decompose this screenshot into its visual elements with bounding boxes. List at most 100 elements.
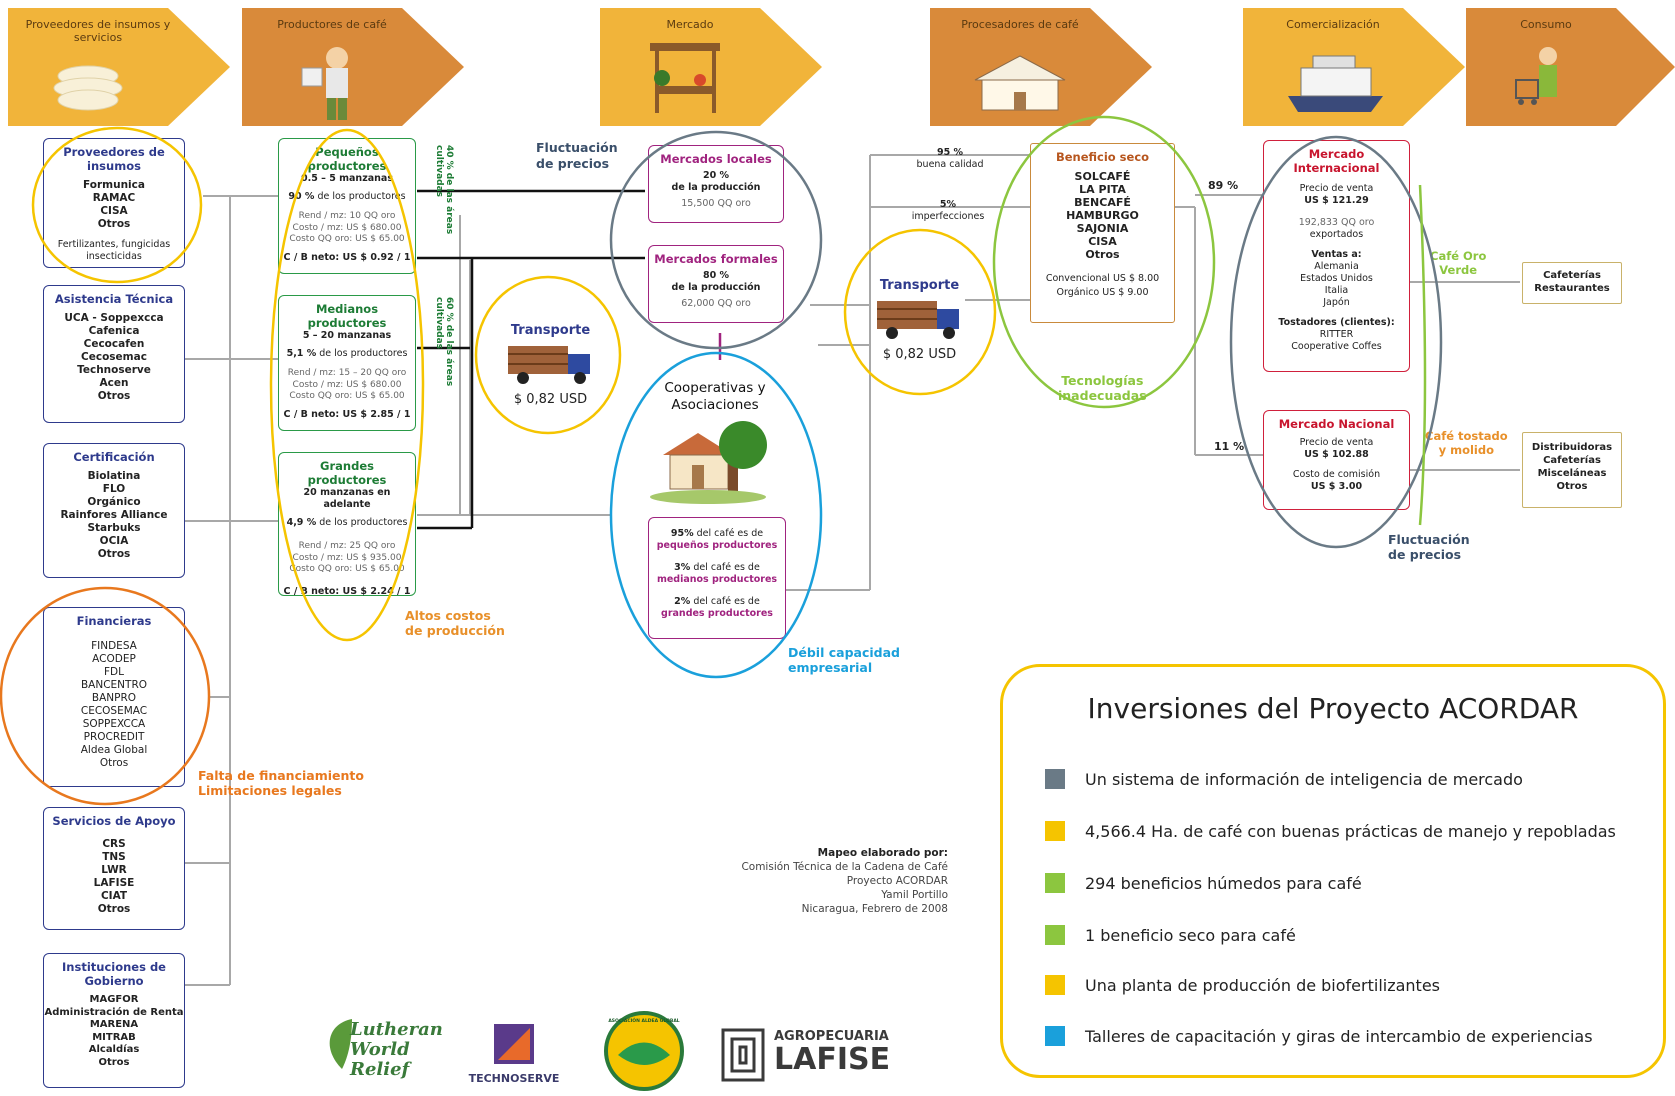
box-title: Asistencia Técnica <box>54 292 174 306</box>
producer-cb: C / B neto: US $ 0.92 / 1 <box>283 251 411 263</box>
box-pequenos-productores: Pequeños productores 0.5 – 5 manzanas 90… <box>278 138 416 274</box>
stage-arrow-shape <box>242 8 464 126</box>
box-title: Servicios de Apoyo <box>52 814 176 828</box>
legend-item: Una planta de producción de biofertiliza… <box>1045 974 1440 996</box>
market-desc: de la producción <box>671 182 761 193</box>
credits-block: Mapeo elaborado por: Comisión Técnica de… <box>700 846 948 916</box>
box-medianos-productores: Medianos productores 5 – 20 manzanas 5,1… <box>278 295 416 431</box>
box-grandes-productores: Grandes productores 20 manzanas en adela… <box>278 452 416 597</box>
qq-exportados: 192,833 QQ oro <box>1298 217 1375 228</box>
box-mercado-nacional: Mercado Nacional Precio de venta US $ 10… <box>1263 410 1410 510</box>
item: OCIA <box>99 535 129 547</box>
item: Alcaldías <box>88 1044 140 1055</box>
item: CIAT <box>100 890 128 902</box>
item: Otros <box>97 390 131 402</box>
stage-arrow-shape <box>8 8 230 126</box>
item: Aldea Global <box>80 744 148 756</box>
box-title: Grandes productores <box>307 459 387 487</box>
areas-top-label: 40 % de las áreas cultivadas <box>434 145 454 235</box>
stage-label: Proveedores de insumos y servicios <box>25 18 171 44</box>
item: BANPRO <box>91 692 137 704</box>
item: PROCREDIT <box>83 731 145 743</box>
areas-bottom-label: 60 % de las áreas cultivadas <box>434 297 454 387</box>
box-proveedores-insumos: Proveedores de insumos Formunica RAMAC C… <box>43 138 185 268</box>
item: SOPPEXCCA <box>82 718 146 730</box>
lafise-line2: LAFISE <box>774 1042 891 1077</box>
producer-cb: C / B neto: US $ 2.24 / 1 <box>283 585 411 597</box>
item: CISA <box>100 205 128 217</box>
technoserve-text: TECHNOSERVE <box>468 1072 560 1085</box>
stage-arrow-shape <box>600 8 822 126</box>
legend-title: Inversiones del Proyecto ACORDAR <box>1087 692 1579 725</box>
calidad-imperfecciones: 5%imperfecciones <box>911 199 985 222</box>
box-title: Beneficio seco <box>1055 150 1150 164</box>
truck-icon <box>877 301 959 339</box>
legend-item: 4,566.4 Ha. de café con buenas prácticas… <box>1045 820 1616 842</box>
aldea-global-logo: ASOCIACIÓN ALDEA GLOBAL <box>598 1010 690 1092</box>
precio-convencional: Convencional US $ 8.00 <box>1045 273 1160 284</box>
stage-label: Comercialización <box>1286 18 1380 31</box>
coop-stat-1-group: pequeños productores <box>656 540 778 551</box>
market-qq: 62,000 QQ oro <box>681 298 751 309</box>
market-pct: 20 % <box>702 170 730 181</box>
box-mercados-formales: Mercados formales 80 % de la producción … <box>648 245 784 323</box>
legend-text: 294 beneficios húmedos para café <box>1085 873 1362 893</box>
credits-title: Mapeo elaborado por: <box>817 847 948 859</box>
item: Biolatina <box>87 470 141 482</box>
comision-value: US $ 3.00 <box>1310 481 1363 492</box>
box-title: Mercado Nacional <box>1278 417 1395 431</box>
box-certificacion: Certificación Biolatina FLO Orgánico Rai… <box>43 443 185 578</box>
transport-title: Transporte <box>879 278 960 293</box>
legend-text: 4,566.4 Ha. de café con buenas prácticas… <box>1085 821 1616 841</box>
item: LWR <box>101 864 127 876</box>
coop-stat-2: 3% del café es de <box>674 562 760 573</box>
transport-price: $ 0,82 USD <box>513 392 588 407</box>
box-title: Mercado Internacional <box>1293 147 1380 175</box>
coop-stat-2-group: medianos productores <box>656 574 778 585</box>
legend-swatch <box>1045 821 1065 841</box>
box-title: Financieras <box>76 614 152 628</box>
box-items: UCA - Soppexcca Cafenica Cecocafen Cecos… <box>44 312 184 403</box>
technoserve-mark-icon <box>494 1024 534 1064</box>
technoserve-logo: TECHNOSERVE <box>458 1020 570 1090</box>
item: Otros <box>98 1056 130 1068</box>
item: Rainfores Alliance <box>60 509 168 521</box>
legend-item: Un sistema de información de inteligenci… <box>1045 768 1523 790</box>
legend-text: Talleres de capacitación y giras de inte… <box>1085 1026 1593 1046</box>
producer-share: 5,1 % de los productores <box>286 348 408 359</box>
legend-item: 294 beneficios húmedos para café <box>1045 872 1362 894</box>
item: LAFISE <box>93 877 135 889</box>
item: Administración de Renta <box>44 1006 184 1018</box>
item: FLO <box>102 483 126 495</box>
item: FDL <box>104 666 124 678</box>
item: RAMAC <box>92 192 136 204</box>
lwr-line: Lutheran <box>350 1019 443 1040</box>
item: TNS <box>102 851 126 863</box>
credits-line: Nicaragua, Febrero de 2008 <box>801 903 948 915</box>
lafise-line1: AGROPECUARIA <box>774 1029 889 1044</box>
transport-price: $ 0,82 USD <box>882 347 957 362</box>
item: Orgánico <box>87 496 141 508</box>
box-instituciones-gobierno: Instituciones de Gobierno MAGFOR Adminis… <box>43 953 185 1088</box>
legend-text: 1 beneficio seco para café <box>1085 925 1296 945</box>
box-title: Pequeños productores <box>307 145 387 173</box>
market-pct: 80 % <box>702 270 730 281</box>
item: Acen <box>99 377 129 389</box>
producer-share: 90 % de los productores <box>288 191 406 202</box>
aldea-global-emblem-icon <box>604 1011 684 1091</box>
lafise-logo: AGROPECUARIA LAFISE <box>718 1025 898 1091</box>
credits-line: Proyecto ACORDAR <box>846 875 948 887</box>
box-title: Proveedores de insumos <box>63 145 165 173</box>
item: Starbuks <box>87 522 141 534</box>
